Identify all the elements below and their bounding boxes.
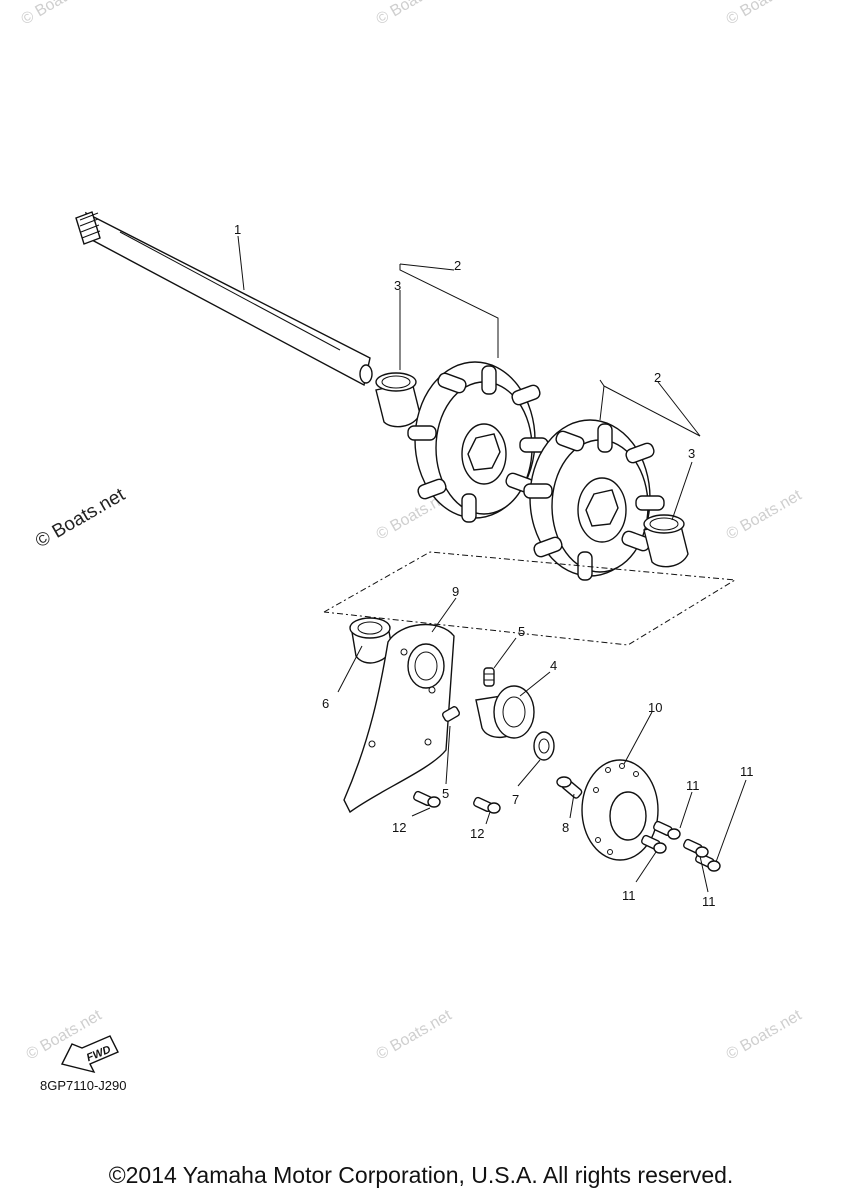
bolt-11-lower-left	[641, 834, 667, 854]
set-screw-lower	[441, 706, 461, 722]
callout-3-right: 3	[688, 446, 695, 461]
callout-11-lower-left: 11	[622, 888, 636, 903]
callout-11-upper-left: 11	[686, 778, 700, 793]
sprocket-wheel-left	[407, 361, 549, 523]
callout-7: 7	[512, 792, 519, 807]
flange-bolt	[556, 776, 583, 799]
callout-10: 10	[648, 700, 662, 715]
bolt-12-right	[473, 796, 501, 814]
callout-8: 8	[562, 820, 569, 835]
watermark: © Boats.net	[19, 0, 101, 28]
bearing-collar	[533, 731, 555, 761]
callout-12-left: 12	[392, 820, 406, 835]
callout-9: 9	[452, 584, 459, 599]
callout-2-right: 2	[654, 370, 661, 385]
diagram-code: 8GP7110-J290	[40, 1078, 127, 1093]
callout-5-lower: 5	[442, 786, 449, 801]
watermark: © Boats.net	[724, 487, 806, 544]
bolt-11-lower-right	[683, 838, 709, 858]
bolt-12-left	[413, 790, 441, 808]
watermark-main: © Boats.net	[32, 484, 129, 552]
callout-5-upper: 5	[518, 624, 525, 639]
callout-4: 4	[550, 658, 557, 673]
spacer-collar-right	[643, 514, 689, 568]
callout-3-left: 3	[394, 278, 401, 293]
set-screw-upper	[483, 667, 495, 687]
oil-seal	[349, 617, 393, 664]
bearing-housing	[343, 623, 455, 814]
callout-11-lower-right: 11	[702, 894, 716, 909]
watermark: © Boats.net	[724, 1007, 806, 1064]
flange-plate	[581, 759, 659, 861]
callout-2-left: 2	[454, 258, 461, 273]
callout-1: 1	[234, 222, 241, 237]
watermark: © Boats.net	[374, 1007, 456, 1064]
spacer-collar-left	[375, 372, 421, 428]
callout-11-upper-right: 11	[740, 764, 754, 779]
watermark: © Boats.net	[724, 0, 806, 28]
copyright-notice: ©2014 Yamaha Motor Corporation, U.S.A. A…	[108, 1162, 734, 1188]
watermark: © Boats.net	[374, 0, 456, 28]
leader-lines	[237, 235, 747, 893]
sprocket-wheel-right	[523, 419, 665, 581]
drive-shaft	[75, 211, 373, 387]
bolt-11-upper-left	[653, 820, 681, 840]
callout-6: 6	[322, 696, 329, 711]
fwd-arrow-icon: FWD	[60, 1035, 119, 1074]
ball-bearing	[475, 685, 535, 739]
callout-12-right: 12	[470, 826, 484, 841]
